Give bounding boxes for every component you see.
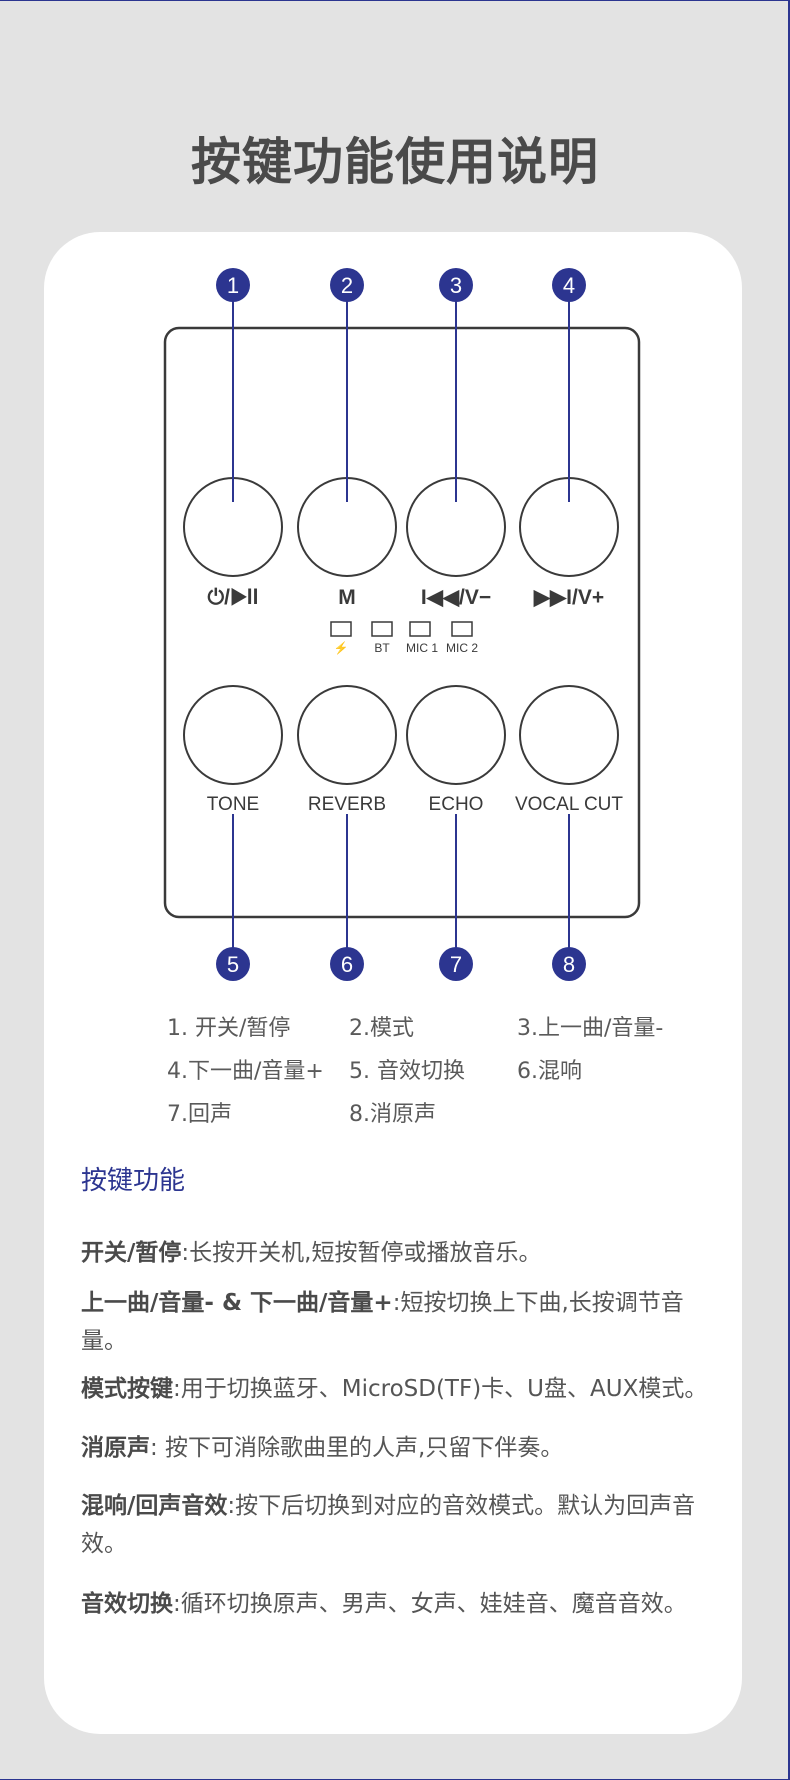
button-panel-diagram: 1 2 3 4 ⏻/▶ll M I◀◀/V− ▶▶I/V+ (163, 268, 641, 981)
desc-term: 模式按键 (81, 1376, 173, 1402)
callout-7: 7 (439, 814, 473, 981)
desc-text: :循环切换原声、男声、女声、娃娃音、魔音音效。 (173, 1591, 687, 1617)
callout-number-1: 1 (227, 273, 239, 298)
indicator-mic2 (451, 621, 473, 637)
echo-label: ECHO (429, 794, 484, 815)
frame-top (0, 0, 790, 1)
panel-outline (163, 326, 641, 919)
desc-text: : 按下可消除歌曲里的人声,只留下伴奏。 (150, 1435, 564, 1461)
desc-text: :按下后切换到对应的音效模式。默认为回声音效。 (81, 1493, 696, 1557)
vocal-cut-button (519, 685, 619, 785)
reverb-button (297, 685, 397, 785)
indicator-charge (330, 621, 352, 637)
desc-power: 开关/暂停:长按开关机,短按暂停或播放音乐。 (81, 1234, 711, 1272)
callout-5: 5 (216, 814, 250, 981)
mode-label: M (338, 586, 356, 609)
legend-item-2: 2.模式 (349, 1016, 414, 1041)
callout-number-5: 5 (227, 952, 239, 977)
callout-6: 6 (330, 814, 364, 981)
legend-item-7: 7.回声 (167, 1102, 232, 1127)
desc-reverb-echo: 混响/回声音效:按下后切换到对应的音效模式。默认为回声音效。 (81, 1487, 711, 1563)
indicator-mic1 (409, 621, 431, 637)
indicator-label-mic1: MIC 1 (406, 641, 438, 655)
callout-number-3: 3 (450, 273, 462, 298)
desc-term: 混响/回声音效 (81, 1493, 228, 1519)
desc-mode: 模式按键:用于切换蓝牙、MicroSD(TF)卡、U盘、AUX模式。 (81, 1370, 711, 1408)
section-title: 按键功能 (81, 1166, 186, 1196)
tone-button (183, 685, 283, 785)
legend-item-4: 4.下一曲/音量+ (167, 1059, 324, 1084)
callout-number-4: 4 (563, 273, 575, 298)
desc-term: 开关/暂停 (81, 1240, 182, 1266)
vocal-cut-label: VOCAL CUT (515, 794, 623, 815)
callout-number-7: 7 (450, 952, 462, 977)
legend-item-8: 8.消原声 (349, 1102, 436, 1127)
power-play-icon: ⏻/▶ll (208, 586, 259, 609)
legend-item-1: 1. 开关/暂停 (167, 1016, 291, 1041)
tone-label: TONE (207, 794, 259, 815)
echo-button (406, 685, 506, 785)
callout-8: 8 (552, 814, 586, 981)
callout-number-8: 8 (563, 952, 575, 977)
legend-item-5: 5. 音效切换 (349, 1059, 465, 1084)
legend-item-3: 3.上一曲/音量- (517, 1016, 664, 1041)
charge-icon: ⚡ (334, 641, 349, 655)
reverb-label: REVERB (308, 794, 386, 815)
prev-track-icon: I◀◀/V− (421, 586, 491, 609)
desc-vocal-cut: 消原声: 按下可消除歌曲里的人声,只留下伴奏。 (81, 1429, 711, 1467)
callout-number-6: 6 (341, 952, 353, 977)
legend-item-6: 6.混响 (517, 1059, 582, 1084)
desc-term: 音效切换 (81, 1591, 173, 1617)
desc-text: :短按切换上下曲,长按调节音量。 (81, 1290, 684, 1354)
desc-term: 消原声 (81, 1435, 150, 1461)
content-card: 1 2 3 4 ⏻/▶ll M I◀◀/V− ▶▶I/V+ (44, 232, 742, 1734)
desc-sound-effect: 音效切换:循环切换原声、男声、女声、娃娃音、魔音音效。 (81, 1585, 711, 1623)
indicator-label-bt: BT (374, 641, 390, 655)
desc-track-volume: 上一曲/音量- & 下一曲/音量+:短按切换上下曲,长按调节音量。 (81, 1284, 711, 1360)
page-title: 按键功能使用说明 (191, 133, 599, 191)
indicator-bt (371, 621, 393, 637)
frame-right (788, 0, 790, 1780)
indicator-label-mic2: MIC 2 (446, 641, 478, 655)
desc-text: :长按开关机,短按暂停或播放音乐。 (181, 1240, 542, 1266)
next-track-icon: ▶▶I/V+ (533, 586, 604, 609)
indicator-leds: ⚡ BT MIC 1 MIC 2 (330, 621, 478, 655)
desc-term: 上一曲/音量- & 下一曲/音量+ (81, 1290, 393, 1316)
callout-number-2: 2 (341, 273, 353, 298)
desc-text: :用于切换蓝牙、MicroSD(TF)卡、U盘、AUX模式。 (173, 1376, 708, 1402)
